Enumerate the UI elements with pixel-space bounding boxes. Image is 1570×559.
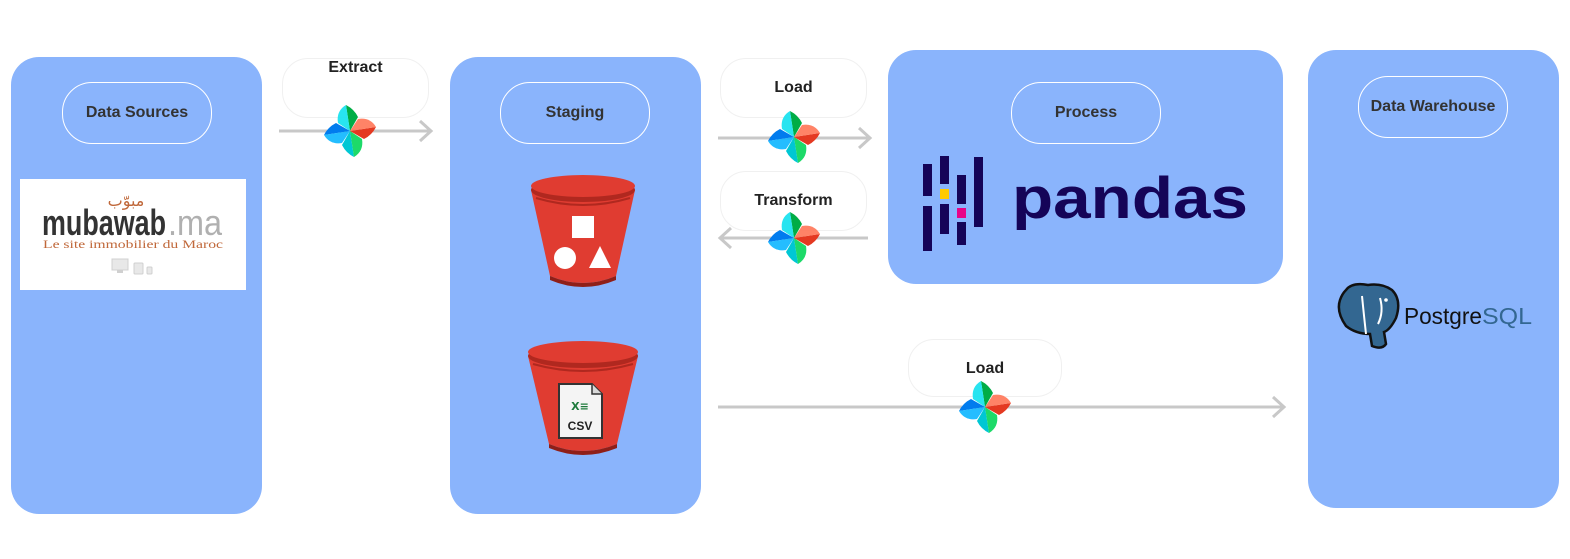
postgres-text-2: SQL [1482,303,1532,329]
data-sources-title: Data Sources [62,82,212,144]
mubawab-name-text: mubawab [42,202,166,243]
airflow-pinwheel-icon [768,111,820,163]
mubawab-tagline: Le site immobilier du Maroc [43,237,223,251]
extract-label: Extract [282,58,429,118]
process-title: Process [1011,82,1161,144]
s3-bucket-shapes-icon [531,175,635,287]
postgres-text-1: Postgre [1404,303,1482,329]
pandas-logo: pandas [923,156,1248,251]
s3-bucket-csv-icon: X≡ CSV [528,341,638,455]
process-panel [888,50,1283,284]
postgresql-elephant-logo: Postgre SQL [1337,282,1532,349]
pandas-text: pandas [1012,166,1248,231]
airflow-pinwheel-icon [324,105,376,157]
mubawab-arabic-text: مبوّب [108,191,145,211]
csv-label: CSV [568,419,593,433]
mubawab-logo: مبوّب mubawab .ma Le site immobilier du … [20,179,246,290]
staging-title: Staging [500,82,650,144]
airflow-pinwheel-icon [959,381,1011,433]
warehouse-title: Data Warehouse [1358,76,1508,138]
mubawab-tld-text: .ma [168,202,223,243]
xls-label: X≡ [571,400,589,413]
airflow-pinwheel-icon [768,212,820,264]
warehouse-panel [1308,50,1559,508]
load-label: Load [720,58,867,118]
